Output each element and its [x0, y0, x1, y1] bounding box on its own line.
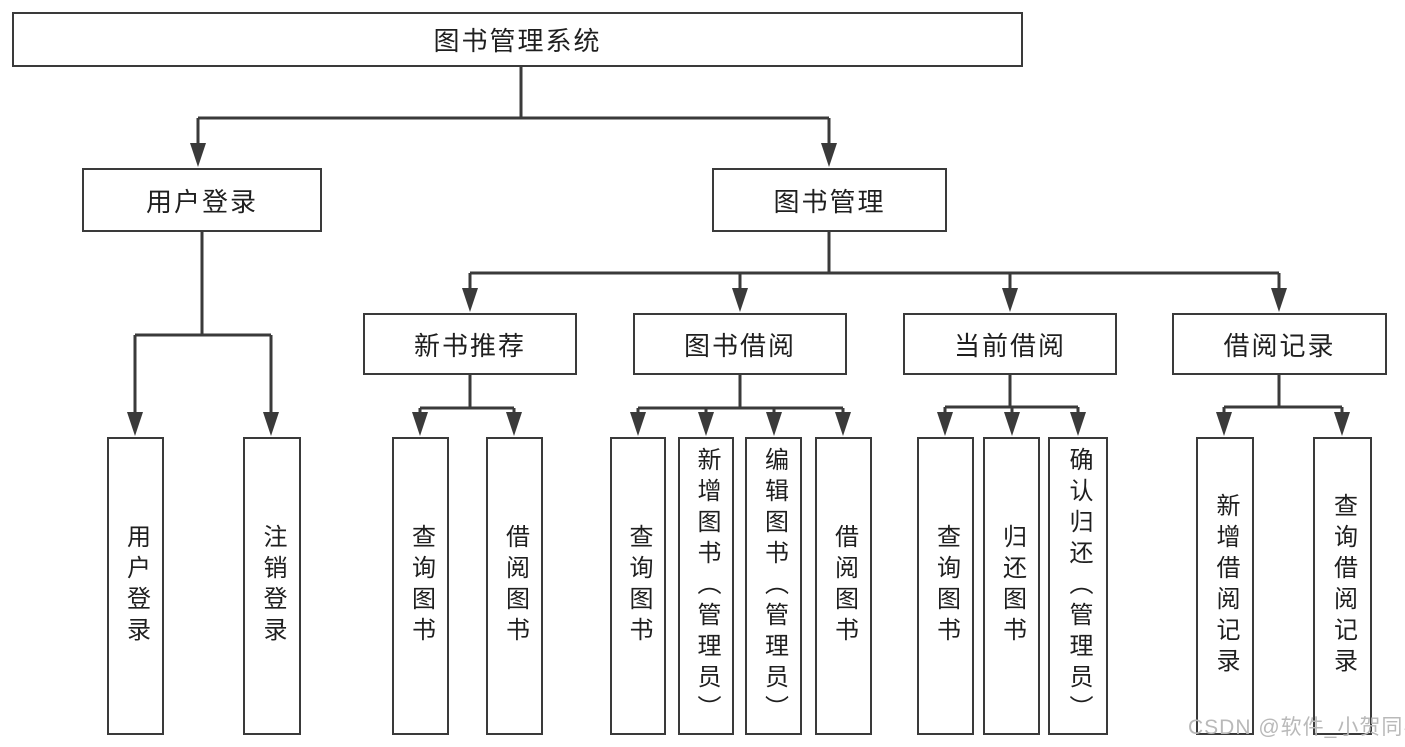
arrow-leaf-9	[937, 412, 953, 436]
node-user-login: 用户登录	[82, 168, 322, 232]
arrow-leaf-8	[835, 412, 851, 436]
connector-newbook-to-leaves	[418, 374, 516, 418]
leaf-add-borrow-record: 新增借阅记录	[1196, 437, 1254, 735]
leaf-logout: 注销登录	[243, 437, 301, 735]
leaf-return-books: 归还图书	[983, 437, 1040, 735]
leaf-user-login: 用户登录	[107, 437, 164, 735]
arrow-leaf-10	[1004, 412, 1020, 436]
leaf-confirm-return-admin: 确认归还（管理员）	[1048, 437, 1108, 735]
leaf-query-books-recommend: 查询图书	[392, 437, 449, 735]
arrow-leaf-4	[506, 412, 522, 436]
connector-userlogin-to-leaves	[133, 231, 273, 418]
leaf-query-books-borrowing: 查询图书	[610, 437, 666, 735]
arrow-leaf-6	[698, 412, 714, 436]
node-book-management: 图书管理	[712, 168, 947, 232]
connector-borrowing-to-leaves	[636, 374, 845, 418]
arrow-leaf-12	[1216, 412, 1232, 436]
leaf-query-borrow-record: 查询借阅记录	[1313, 437, 1372, 735]
connector-bookmgmt-to-level3	[468, 231, 1281, 297]
leaf-query-books-current: 查询图书	[917, 437, 974, 735]
arrow-leaf-1	[127, 412, 143, 436]
arrow-leaf-7	[766, 412, 782, 436]
leaf-borrow-books-recommend: 借阅图书	[486, 437, 543, 735]
arrowheads	[127, 143, 1350, 436]
arrow-new-book-recommend	[462, 288, 478, 312]
arrow-book-management	[821, 143, 837, 167]
node-book-borrowing: 图书借阅	[633, 313, 847, 375]
leaf-edit-books-admin: 编辑图书（管理员）	[745, 437, 802, 735]
node-borrowing-records: 借阅记录	[1172, 313, 1387, 375]
csdn-watermark: CSDN @软件_小贺同学	[1188, 716, 1405, 739]
connector-current-to-leaves	[943, 374, 1080, 418]
arrow-leaf-5	[630, 412, 646, 436]
arrow-leaf-3	[412, 412, 428, 436]
leaf-borrow-books: 借阅图书	[815, 437, 872, 735]
connector-root-to-level2	[196, 66, 831, 148]
connector-records-to-leaves	[1222, 374, 1344, 418]
arrow-current-borrowing	[1002, 288, 1018, 312]
arrow-book-borrowing	[732, 288, 748, 312]
arrow-borrowing-records	[1271, 288, 1287, 312]
arrow-leaf-13	[1334, 412, 1350, 436]
leaf-add-books-admin: 新增图书（管理员）	[678, 437, 734, 735]
node-new-book-recommend: 新书推荐	[363, 313, 577, 375]
arrow-leaf-11	[1070, 412, 1086, 436]
arrow-user-login	[190, 143, 206, 167]
node-root-library-system: 图书管理系统	[12, 12, 1023, 67]
arrow-leaf-2	[263, 412, 279, 436]
node-current-borrowing: 当前借阅	[903, 313, 1117, 375]
